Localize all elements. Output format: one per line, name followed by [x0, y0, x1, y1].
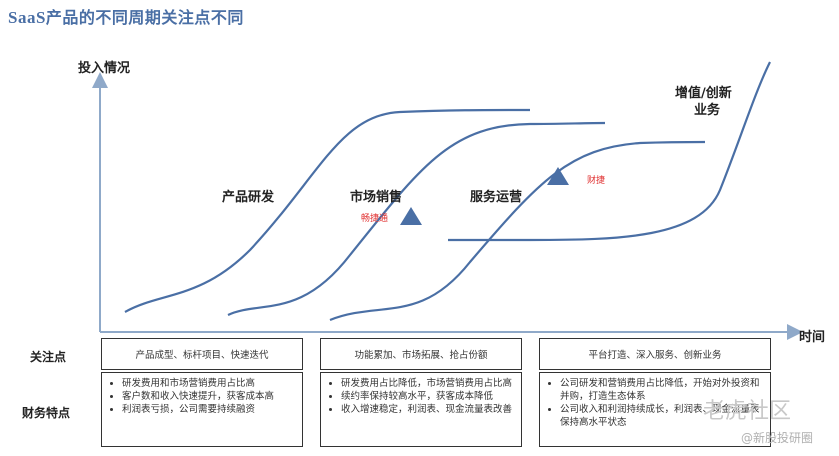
finance-list-1: 研发费用和市场营销费用占比高 客户数和收入快速提升，获客成本高 利润表亏损，公司… — [110, 377, 296, 416]
watermark-logo-text: 老虎社区 — [703, 399, 792, 424]
stage-label-value-added-line2: 业务 — [694, 103, 721, 118]
stage-label-value-added: 增值/创新 — [675, 86, 732, 101]
marker-triangle-changjietong — [400, 207, 422, 225]
curve-product-rd — [124, 108, 531, 313]
title-text: 产品的不同周期关注点不同 — [45, 8, 244, 27]
finance-item: 续约率保持较高水平，获客成本降低 — [341, 390, 515, 403]
marker-triangle-caijie — [547, 167, 569, 185]
title-latin: SaaS — [8, 8, 46, 27]
watermark-handle: @新股投研圈 — [741, 431, 814, 445]
focus-text-3: 平台打造、深入服务、创新业务 — [588, 350, 722, 361]
finance-item: 利润表亏损，公司需要持续融资 — [122, 403, 296, 416]
marker-label-caijie: 财捷 — [587, 176, 606, 186]
finance-item: 收入增速稳定，利润表、现金流量表改善 — [341, 403, 515, 416]
focus-box-1: 产品成型、标杆项目、快速迭代 — [101, 338, 303, 370]
y-axis-label: 投入情况 — [78, 61, 131, 76]
stage-label-service-ops: 服务运营 — [470, 190, 523, 205]
finance-item: 公司研发和营销费用占比降低，开始对外投资和并购，打造生态体系 — [560, 377, 764, 403]
finance-list-3: 公司研发和营销费用占比降低，开始对外投资和并购，打造生态体系 公司收入和利润持续… — [548, 377, 764, 429]
marker-label-changjietong: 畅捷通 — [361, 214, 389, 224]
page-title: SaaS产品的不同周期关注点不同 — [8, 4, 244, 28]
curve-value-added — [448, 61, 771, 242]
finance-box-1: 研发费用和市场营销费用占比高 客户数和收入快速提升，获客成本高 利润表亏损，公司… — [101, 372, 303, 447]
finance-box-3: 公司研发和营销费用占比降低，开始对外投资和并购，打造生态体系 公司收入和利润持续… — [539, 372, 771, 447]
row-label-focus: 关注点 — [30, 350, 67, 364]
finance-item: 公司收入和利润持续成长，利润表、现金流量表保持高水平状态 — [560, 403, 764, 429]
x-axis-label: 时间 — [799, 330, 826, 345]
finance-item: 研发费用和市场营销费用占比高 — [122, 377, 296, 390]
focus-box-2: 功能累加、市场拓展、抢占份额 — [320, 338, 522, 370]
finance-item: 客户数和收入快速提升，获客成本高 — [122, 390, 296, 403]
finance-box-2: 研发费用占比降低，市场营销费用占比高 续约率保持较高水平，获客成本降低 收入增速… — [320, 372, 522, 447]
curve-service-ops — [329, 140, 706, 322]
finance-list-2: 研发费用占比降低，市场营销费用占比高 续约率保持较高水平，获客成本降低 收入增速… — [329, 377, 515, 416]
focus-box-3: 平台打造、深入服务、创新业务 — [539, 338, 771, 370]
row-label-finance: 财务特点 — [22, 406, 71, 420]
curve-market-sales — [227, 121, 606, 316]
stage-label-product-rd: 产品研发 — [222, 190, 275, 205]
stage-label-market-sales: 市场销售 — [350, 190, 403, 205]
focus-text-1: 产品成型、标杆项目、快速迭代 — [135, 350, 269, 361]
finance-item: 研发费用占比降低，市场营销费用占比高 — [341, 377, 515, 390]
focus-text-2: 功能累加、市场拓展、抢占份额 — [354, 350, 488, 361]
